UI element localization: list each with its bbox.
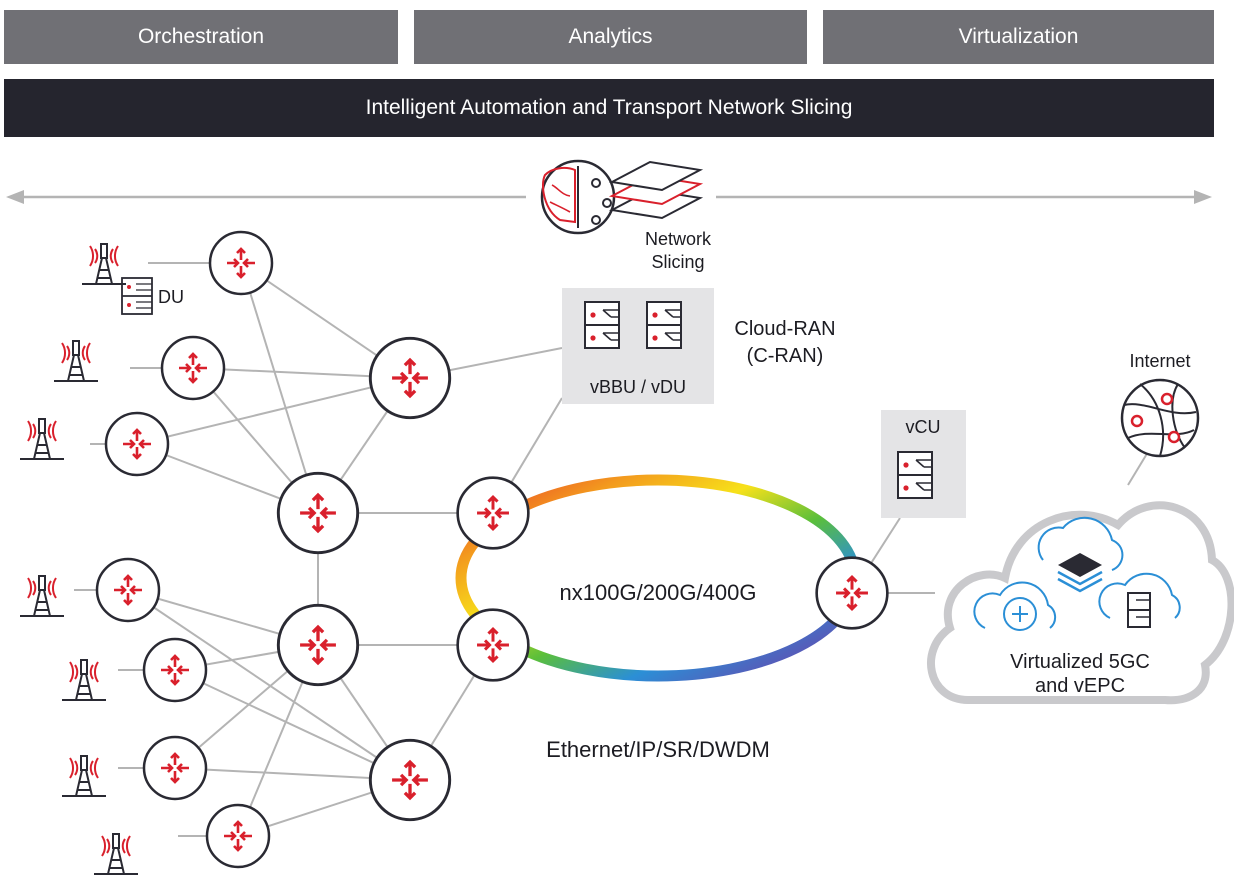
du-label: DU [158, 287, 184, 307]
cell-tower-icon [93, 833, 139, 875]
router-icon [205, 803, 271, 869]
router-icon [95, 557, 161, 623]
cell-tower-icon [61, 659, 107, 701]
du-server-icon [121, 277, 153, 315]
router-icon [276, 603, 360, 687]
cell-tower-icon [61, 755, 107, 797]
router-icon [142, 637, 208, 703]
cell-tower-icon [81, 243, 127, 285]
internet-label: Internet [1129, 351, 1190, 371]
cell-tower-icon [19, 418, 65, 460]
cran-server-caption: vBBU / vDU [590, 377, 686, 397]
core-cloud-icon [927, 501, 1234, 705]
network-slicing-label-line2: Slicing [651, 252, 704, 272]
router-icon [104, 411, 170, 477]
analytics-bar: Analytics [414, 10, 807, 64]
core-label-line1: Virtualized 5GC [1010, 651, 1150, 673]
transport-label: Ethernet/IP/SR/DWDM [546, 737, 770, 762]
core-label-line2: and vEPC [1035, 675, 1125, 697]
orchestration-bar: Orchestration [4, 10, 398, 64]
vbbu-server-icon [584, 301, 620, 349]
router-icon [208, 230, 274, 296]
router-icon [160, 335, 226, 401]
cell-tower-icon [53, 340, 99, 382]
vcu-server-icon [897, 451, 933, 499]
automation-banner: Intelligent Automation and Transport Net… [4, 79, 1214, 137]
layers-cloud-icon [1037, 516, 1124, 593]
router-icon [815, 556, 889, 630]
cell-tower-icon [19, 575, 65, 617]
network-slicing-label-line1: Network [645, 229, 712, 249]
vcu-label: vCU [906, 417, 941, 437]
router-icon [142, 735, 208, 801]
internet-globe-icon [1120, 378, 1200, 458]
router-cloud-icon [973, 581, 1057, 631]
router-icon [368, 738, 452, 822]
router-icon [456, 608, 530, 682]
cran-label-line2: (C-RAN) [747, 345, 824, 367]
span-arrow [6, 190, 1212, 204]
router-icon [456, 476, 530, 550]
vcu-box [881, 410, 966, 518]
virtualization-bar: Virtualization [823, 10, 1214, 64]
router-icon [368, 336, 452, 420]
cran-label-line1: Cloud-RAN [734, 318, 835, 340]
ring-capacity-label: nx100G/200G/400G [560, 580, 757, 605]
server-cloud-icon [1098, 572, 1181, 628]
router-icon [276, 471, 360, 555]
vdu-server-icon [646, 301, 682, 349]
network-slicing-icon [540, 159, 704, 235]
cran-server-box [562, 288, 714, 404]
